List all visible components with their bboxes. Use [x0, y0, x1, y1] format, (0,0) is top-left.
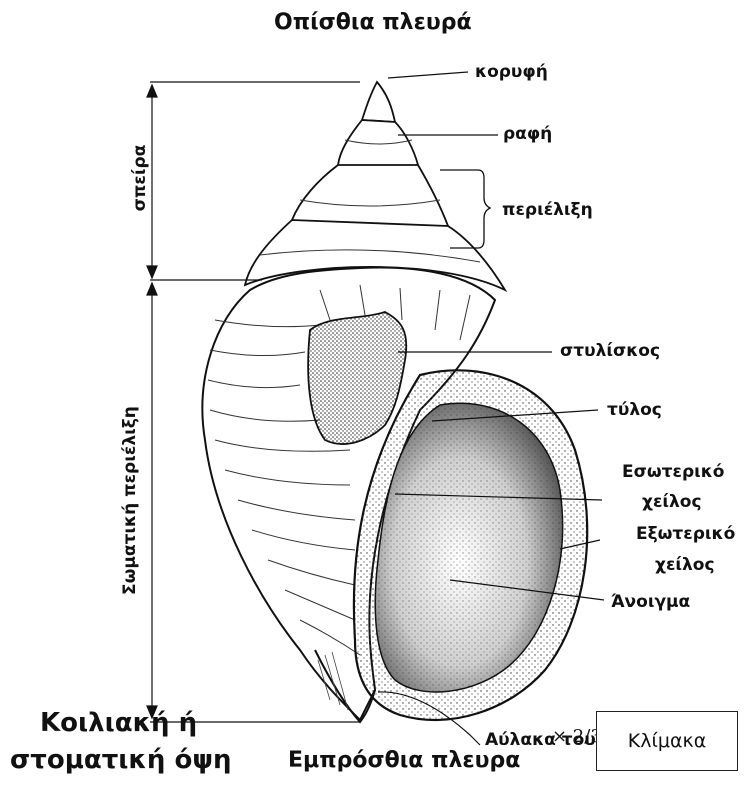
spire [245, 82, 505, 290]
inner-lip-label-2: χείλος [642, 492, 702, 512]
outer-lip-label-2: χείλος [655, 555, 715, 575]
suture-label: ραφή [503, 124, 552, 144]
top-side-title: Οπίσθια πλευρά [274, 10, 472, 35]
view-title-line1: Κοιλιακή ή [40, 708, 197, 738]
apex-label: κορυφή [475, 62, 548, 82]
spire-label: σπείρα [130, 138, 150, 218]
scale-box: Κλίμακα [596, 711, 738, 771]
bottom-side-title: Εμπρόσθια πλευρα [288, 748, 520, 773]
view-title-line2: στοματική όψη [10, 745, 231, 775]
callus-label: τύλος [607, 400, 662, 420]
scale-factor: × 2/3 [552, 726, 602, 747]
whorl-label: περιέλιξη [502, 200, 593, 220]
outer-lip-label-1: Εξωτερικό [636, 524, 735, 544]
body-whorl-label: Σωματική περιέλιξη [120, 415, 140, 595]
columella-label: στυλίσκος [560, 341, 660, 361]
aperture-label: Άνοιγμα [611, 592, 690, 612]
inner-lip-label-1: Εσωτερικό [622, 462, 725, 482]
